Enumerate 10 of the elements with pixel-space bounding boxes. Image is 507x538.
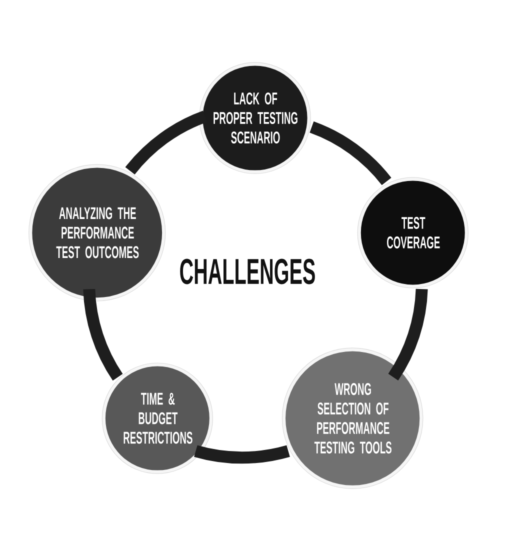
ring-arc [83, 288, 123, 380]
circle-node: LACK OF PROPER TESTING SCENARIO [199, 62, 311, 174]
circle-node: WRONG SELECTION OF PERFORMANCE TESTING TOOLS [282, 348, 424, 489]
circle-node: TEST COVERAGE [357, 177, 468, 288]
circle-node: TIME & BUDGET RESTRICTIONS [102, 362, 214, 474]
ring-arc [310, 121, 392, 186]
ring-arc [388, 288, 428, 380]
ring-arc [194, 445, 290, 464]
title: CHALLENGES [180, 258, 315, 284]
circle-node: ANALYZING THE PERFORMANCE TEST OUTCOMES [28, 164, 166, 302]
